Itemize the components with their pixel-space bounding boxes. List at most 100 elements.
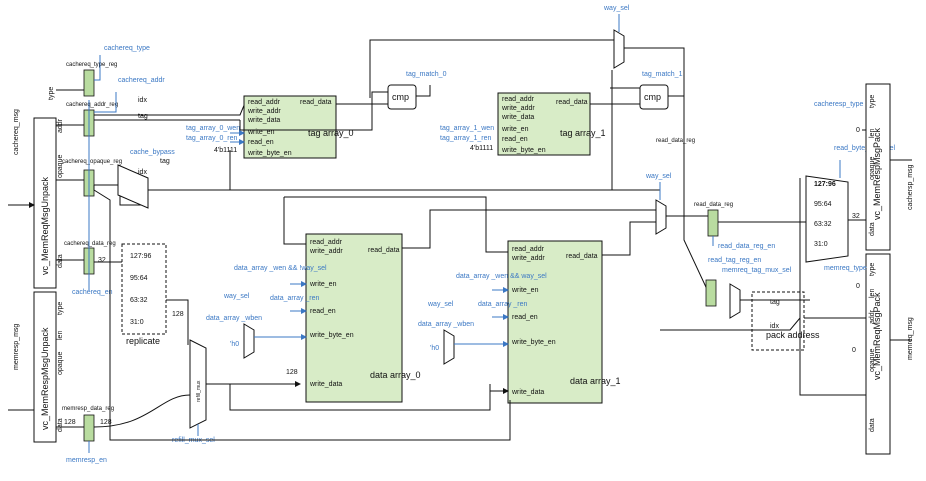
svg-text:data: data xyxy=(57,254,64,268)
tag-array-0: read_addr write_addr write_data write_en… xyxy=(186,95,354,159)
svg-text:31:0: 31:0 xyxy=(814,241,828,248)
svg-text:data: data xyxy=(869,222,876,236)
pack-address-block: tag idx pack address xyxy=(751,291,820,351)
cache-bypass-label: cache_bypass xyxy=(130,149,175,156)
svg-text:cachereq_addr_reg: cachereq_addr_reg xyxy=(66,102,118,108)
svg-text:32: 32 xyxy=(98,257,106,264)
svg-text:cachersp_msg: cachersp_msg xyxy=(907,164,914,210)
svg-text:write_en: write_en xyxy=(247,129,275,136)
svg-text:data_array _wben: data_array _wben xyxy=(206,315,262,322)
svg-text:95:64: 95:64 xyxy=(814,201,832,208)
svg-text:read_addr: read_addr xyxy=(248,99,281,106)
svg-text:write_addr: write_addr xyxy=(501,105,535,112)
svg-text:read_en: read_en xyxy=(512,314,538,321)
svg-text:opaque: opaque xyxy=(57,352,64,375)
svg-text:data: data xyxy=(57,418,64,432)
tag-array-1: read_addr write_addr write_data write_en… xyxy=(440,92,606,156)
svg-text:cachereq_opaque_reg: cachereq_opaque_reg xyxy=(62,159,122,165)
svg-text:write_data: write_data xyxy=(501,114,534,121)
svg-text:tag array_0: tag array_0 xyxy=(308,128,354,138)
svg-text:len: len xyxy=(57,331,64,340)
svg-text:cmp: cmp xyxy=(644,92,661,102)
svg-text:63:32: 63:32 xyxy=(130,297,148,304)
svg-text:4'b1111: 4'b1111 xyxy=(214,147,237,154)
svg-text:cachereq_data_reg: cachereq_data_reg xyxy=(64,241,116,247)
svg-text:tag_array_1_ren: tag_array_1_ren xyxy=(440,135,491,142)
svg-text:read_data: read_data xyxy=(368,247,400,254)
svg-text:tag: tag xyxy=(160,158,170,165)
svg-text:memresp_en: memresp_en xyxy=(66,457,107,464)
svg-text:tag array_1: tag array_1 xyxy=(560,128,606,138)
svg-text:refill_mux: refill_mux xyxy=(196,380,202,402)
svg-text:128: 128 xyxy=(172,311,184,318)
svg-text:read_addr: read_addr xyxy=(512,246,545,253)
svg-text:read_byte_mux_sel: read_byte_mux_sel xyxy=(834,145,896,152)
svg-text:128: 128 xyxy=(100,419,112,426)
svg-text:'h0: 'h0 xyxy=(230,341,239,348)
svg-text:memresp_msg: memresp_msg xyxy=(13,324,20,370)
svg-text:len: len xyxy=(869,129,876,138)
svg-text:tag_array_1_wen: tag_array_1_wen xyxy=(440,125,494,132)
svg-text:len: len xyxy=(869,289,876,298)
svg-text:tag_array_0_wen: tag_array_0_wen xyxy=(186,125,240,132)
svg-text:write_byte_en: write_byte_en xyxy=(511,339,556,346)
svg-text:way_sel: way_sel xyxy=(223,293,250,300)
svg-text:31:0: 31:0 xyxy=(130,319,144,326)
cachereq-msg-label: cachereq_msg xyxy=(13,109,20,155)
svg-text:write_en: write_en xyxy=(309,281,337,288)
read-byte-mux: 127:96 95:64 63:32 31:0 read_byte_mux_se… xyxy=(805,145,896,263)
svg-text:data_array _wen && way_sel: data_array _wen && way_sel xyxy=(456,273,547,280)
svg-text:addr: addr xyxy=(57,118,64,133)
svg-text:data_array _wen && !way_sel: data_array _wen && !way_sel xyxy=(234,265,327,272)
svg-text:memreq_type: memreq_type xyxy=(824,265,867,272)
svg-text:write_addr: write_addr xyxy=(511,255,545,262)
svg-text:write_addr: write_addr xyxy=(247,108,281,115)
svg-text:tag_match_1: tag_match_1 xyxy=(642,71,683,78)
svg-text:write_en: write_en xyxy=(511,287,539,294)
svg-text:128: 128 xyxy=(286,369,298,376)
svg-text:127:96: 127:96 xyxy=(814,181,836,188)
svg-text:write_en: write_en xyxy=(501,126,529,133)
svg-text:memreq_msg: memreq_msg xyxy=(907,317,914,360)
svg-text:tag_match_0: tag_match_0 xyxy=(406,71,447,78)
replicate-block: 127:96 95:64 63:32 31:0 replicate 128 xyxy=(94,243,189,346)
svg-text:cmp: cmp xyxy=(392,92,409,102)
cachereq-type-label: cachereq_type xyxy=(104,45,150,52)
svg-text:write_data: write_data xyxy=(309,381,342,388)
svg-text:95:64: 95:64 xyxy=(130,275,148,282)
svg-text:write_byte_en: write_byte_en xyxy=(309,332,354,339)
svg-text:read_data: read_data xyxy=(300,99,332,106)
svg-text:0: 0 xyxy=(856,283,860,290)
svg-text:4'b1111: 4'b1111 xyxy=(470,145,493,152)
svg-text:read_en: read_en xyxy=(248,139,274,146)
svg-text:read_data: read_data xyxy=(556,99,588,106)
svg-text:63:32: 63:32 xyxy=(814,221,832,228)
svg-text:0: 0 xyxy=(852,347,856,354)
svg-text:read_addr: read_addr xyxy=(502,96,535,103)
svg-text:data array_0: data array_0 xyxy=(370,370,421,380)
svg-text:cacheresp_type: cacheresp_type xyxy=(814,101,864,108)
svg-text:type: type xyxy=(48,87,55,100)
svg-text:idx: idx xyxy=(770,323,779,330)
svg-text:32: 32 xyxy=(852,213,860,220)
svg-text:read_tag_reg_en: read_tag_reg_en xyxy=(708,257,761,264)
svg-text:data: data xyxy=(869,418,876,432)
svg-text:addr: addr xyxy=(869,309,876,324)
svg-text:vc_MemRespMsgPack: vc_MemRespMsgPack xyxy=(872,127,882,220)
svg-text:write_data: write_data xyxy=(247,117,280,124)
svg-text:memresp_data_reg: memresp_data_reg xyxy=(62,406,114,412)
svg-text:127:96: 127:96 xyxy=(130,253,152,260)
memresp-msg-pack-block: vc_MemRespMsgPack cachersp_msg type len … xyxy=(814,83,914,251)
data-array-0: read_addr write_addr write_en read_en wr… xyxy=(206,233,421,403)
svg-text:data_array _ren: data_array _ren xyxy=(478,301,528,308)
svg-text:read_data_reg: read_data_reg xyxy=(656,138,695,144)
svg-text:tag: tag xyxy=(138,113,148,120)
svg-text:opaque: opaque xyxy=(57,155,64,178)
svg-text:replicate: replicate xyxy=(126,336,160,346)
svg-text:pack address: pack address xyxy=(766,330,820,340)
svg-text:read_data_reg_en: read_data_reg_en xyxy=(718,243,775,250)
memresp-msg-unpack-block: vc_MemRespMsgUnpack memresp_msg type len… xyxy=(8,291,191,464)
cachereq-regs: cachereq_type_reg cachereq_addr_reg cach… xyxy=(56,45,175,296)
svg-text:data_array _wben: data_array _wben xyxy=(418,321,474,328)
